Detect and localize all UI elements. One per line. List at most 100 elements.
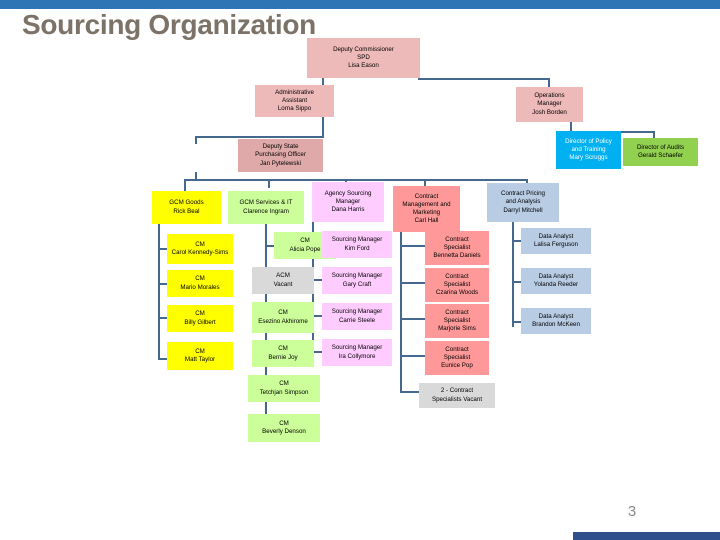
- node-person-name: Tetchjan Simpson: [259, 388, 309, 396]
- node-subtitle: SPD: [357, 53, 370, 61]
- node-title: Administrative: [275, 88, 314, 96]
- node-person-name: Ira Collymore: [338, 352, 376, 360]
- node-person-name: Gary Craft: [342, 280, 372, 288]
- node-person-name: Billy Gilbert: [184, 318, 216, 326]
- connector-pricing-da2: [512, 281, 521, 283]
- top-accent-bar: [0, 0, 720, 9]
- node-person-name: Bernie Joy: [268, 353, 298, 361]
- org-node-contract-specialist-2[interactable]: Contract Specialist Czarina Woods: [425, 268, 489, 302]
- org-node-gcm-services-it[interactable]: GCM Services & IT Clarence Ingram: [228, 191, 304, 224]
- node-title: 2 - Contract: [440, 387, 474, 395]
- node-title: CM: [300, 237, 310, 245]
- node-title: Agency Sourcing: [324, 189, 372, 197]
- connector-ops-stem: [570, 122, 572, 133]
- node-person-name: Vacant: [273, 280, 293, 288]
- node-person-name: Dana Harris: [331, 206, 365, 214]
- org-node-agency-sourcing-manager[interactable]: Agency Sourcing Manager Dana Harris: [312, 182, 384, 222]
- org-node-sourcing-manager-1[interactable]: Sourcing Manager Kim Ford: [322, 231, 392, 258]
- node-subtitle: Manager: [537, 100, 562, 108]
- org-node-contract-management-marketing[interactable]: Contract Management and Marketing Carl H…: [393, 186, 460, 232]
- connector-pricing-spine: [512, 214, 514, 327]
- node-person-name: Mario Morales: [180, 283, 220, 291]
- connector-div-contract-v: [424, 179, 426, 186]
- node-subtitle: Specialist: [443, 316, 471, 324]
- org-node-gcm-goods-cm-1[interactable]: CM Carol Kennedy-Sims: [167, 234, 233, 264]
- connector-agency-sm4: [312, 351, 322, 353]
- connector-goods-cm4: [158, 358, 167, 360]
- connector-dc-dspo-h: [195, 136, 323, 138]
- org-node-contract-specialist-3[interactable]: Contract Specialist Marjorie Sims: [425, 304, 489, 338]
- org-node-gcm-services-cm-3[interactable]: CM Bernie Joy: [252, 340, 314, 367]
- org-node-operations-manager[interactable]: Operations Manager Josh Borden: [516, 87, 583, 122]
- node-subtitle: Purchasing Officer: [255, 151, 306, 159]
- connector-goods-cm1: [158, 248, 167, 250]
- connector-contract-cs2: [400, 282, 425, 284]
- node-title: ACM: [276, 272, 290, 280]
- node-title: Deputy Commissioner: [333, 45, 394, 53]
- connector-goods-cm3: [158, 317, 167, 319]
- org-node-sourcing-manager-4[interactable]: Sourcing Manager Ira Collymore: [322, 339, 392, 366]
- node-subtitle: Specialist: [443, 280, 471, 288]
- node-title: Contract: [445, 272, 469, 280]
- org-node-sourcing-manager-2[interactable]: Sourcing Manager Gary Craft: [322, 267, 392, 294]
- org-node-director-policy-training[interactable]: Director of Policy and Training Mary Scr…: [556, 131, 621, 169]
- connector-agency-sm2: [312, 279, 322, 281]
- node-subtitle: Manager: [335, 197, 361, 205]
- org-node-contract-specialist-4[interactable]: Contract Specialist Eunice Pop: [425, 341, 489, 375]
- node-subtitle: Specialist: [443, 243, 471, 251]
- org-node-gcm-goods-cm-3[interactable]: CM Billy Gilbert: [167, 305, 233, 332]
- node-subtitle: Specialist: [443, 353, 471, 361]
- org-node-gcm-services-cm-2[interactable]: CM Esezino Akhirome: [252, 302, 314, 333]
- org-node-gcm-goods-cm-4[interactable]: CM Matt Taylor: [167, 342, 233, 370]
- node-person-name: Marjorie Sims: [438, 325, 476, 333]
- org-node-data-analyst-2[interactable]: Data Analyst Yolanda Reeder: [521, 268, 591, 294]
- node-subtitle: Assistant: [281, 96, 308, 104]
- connector-dc-ops-v: [548, 78, 550, 87]
- org-node-deputy-state-purchasing-officer[interactable]: Deputy State Purchasing Officer Jan Pyte…: [238, 139, 323, 172]
- node-subtitle: Specialists Vacant: [431, 395, 483, 403]
- node-title: Sourcing Manager: [331, 344, 383, 352]
- node-subtitle: and Analysis: [505, 198, 541, 206]
- page-title: Sourcing Organization: [22, 9, 316, 40]
- connector-contract-spine: [400, 232, 402, 392]
- node-person-name: Lalisa Ferguson: [533, 241, 579, 248]
- node-title: Contract: [445, 235, 469, 243]
- node-title: GCM Services & IT: [239, 199, 293, 207]
- node-person-name: Clarence Ingram: [243, 207, 289, 215]
- org-node-contract-specialist-1[interactable]: Contract Specialist Bennetta Daniels: [425, 231, 489, 265]
- node-title: Data Analyst: [538, 312, 574, 320]
- connector-goods-cm2: [158, 283, 167, 285]
- node-person-name: Bennetta Daniels: [433, 252, 481, 260]
- node-title: Director of Policy: [565, 137, 612, 145]
- org-node-gcm-goods[interactable]: GCM Goods Rick Beal: [152, 191, 221, 224]
- org-node-administrative-assistant[interactable]: Administrative Assistant Lorna Sippo: [255, 85, 334, 117]
- org-node-contract-pricing-analysis[interactable]: Contract Pricing and Analysis Darryl Mit…: [487, 183, 559, 222]
- node-title: Sourcing Manager: [331, 308, 383, 316]
- org-node-gcm-services-cm-5[interactable]: CM Beverly Denson: [248, 414, 320, 442]
- node-person-name: Czarina Woods: [435, 289, 479, 297]
- org-node-data-analyst-1[interactable]: Data Analyst Lalisa Ferguson: [521, 228, 591, 254]
- org-node-gcm-services-cm-4[interactable]: CM Tetchjan Simpson: [248, 375, 320, 402]
- org-node-deputy-commissioner[interactable]: Deputy Commissioner SPD Lisa Eason: [307, 38, 420, 78]
- org-node-data-analyst-3[interactable]: Data Analyst Brandon McKeen: [521, 308, 591, 334]
- org-node-gcm-services-acm-vacant[interactable]: ACM Vacant: [252, 267, 314, 294]
- connector-div-pricing-v: [526, 179, 528, 185]
- org-node-sourcing-manager-3[interactable]: Sourcing Manager Carrie Steele: [322, 303, 392, 330]
- node-person-name: Gerald Schaefer: [637, 152, 684, 159]
- org-node-contract-specialists-vacant[interactable]: 2 - Contract Specialists Vacant: [419, 383, 495, 408]
- node-title: Contract: [445, 345, 469, 353]
- org-node-gcm-goods-cm-2[interactable]: CM Mario Morales: [167, 270, 233, 297]
- node-title: CM: [195, 275, 205, 283]
- node-title: Data Analyst: [538, 232, 574, 240]
- node-title: Deputy State: [262, 143, 299, 151]
- node-person-name: Beverly Denson: [262, 428, 306, 435]
- org-node-director-audits[interactable]: Director of Audits Gerald Schaefer: [623, 138, 698, 166]
- node-person-name: Esezino Akhirome: [258, 317, 308, 325]
- node-subtitle: Management and Marketing: [402, 200, 451, 216]
- node-title: Sourcing Manager: [331, 236, 383, 244]
- node-person-name: Yolanda Reeder: [533, 281, 579, 288]
- node-person-name: Jan Pytelewski: [260, 159, 301, 167]
- connector-pricing-da3: [512, 321, 521, 323]
- node-title: CM: [279, 380, 289, 388]
